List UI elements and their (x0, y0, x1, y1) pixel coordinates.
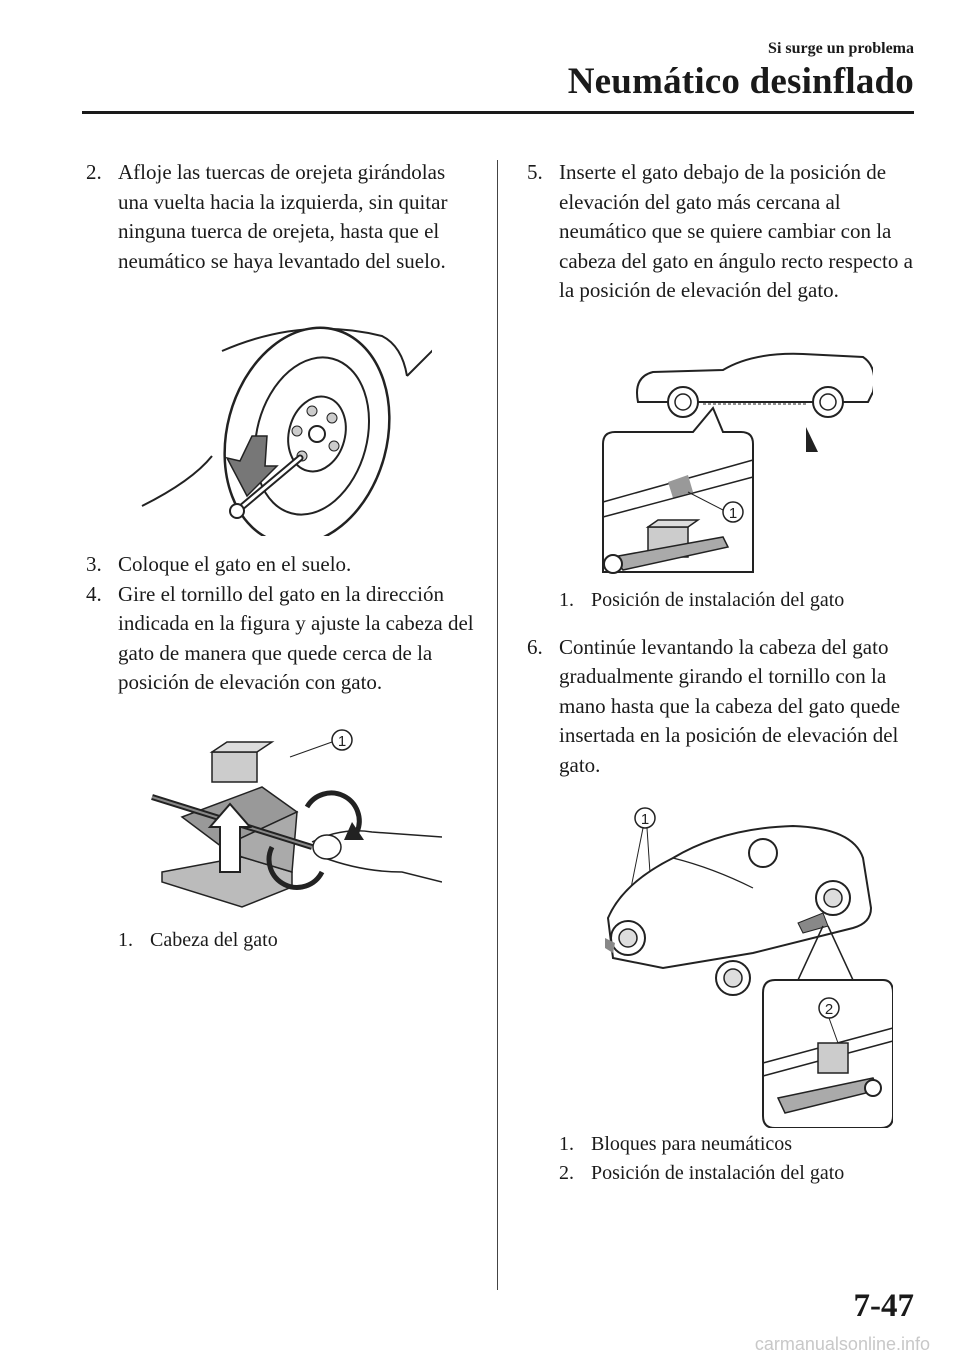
caption-number: 1. (559, 1133, 574, 1155)
step-number: 5. (527, 160, 543, 184)
car-jack-figure: 1 2 (605, 807, 893, 1128)
caption-car-1: 1. Bloques para neumáticos (527, 1130, 919, 1159)
caption-jack: 1. Cabeza del gato (86, 926, 478, 955)
step-2: 2. Afloje las tuercas de orejeta girándo… (86, 158, 478, 276)
caption-number: 2. (559, 1162, 574, 1184)
page-number: 7-47 (853, 1288, 915, 1324)
section-label: Si surge un problema (768, 40, 914, 57)
jack-position-figure: 1 (602, 352, 873, 574)
step-4: 4. Gire el tornillo del gato en la direc… (86, 580, 478, 698)
step-number: 3. (86, 552, 102, 576)
step-text: Gire el tornillo del gato en la direcció… (118, 581, 474, 695)
callout-1: 1 (729, 505, 737, 522)
step-6: 6. Continúe levantando la cabeza del gat… (527, 633, 919, 781)
page-title: Neumático desinflado (567, 61, 914, 102)
callout-1: 1 (641, 811, 649, 828)
step-number: 6. (527, 634, 543, 659)
wheel-lug-nut-figure (141, 326, 432, 536)
caption-position: 1. Posición de instalación del gato (527, 586, 919, 615)
header-rule (82, 111, 914, 114)
right-column: 5. Inserte el gato debajo de la posición… (527, 158, 919, 1188)
step-3: 3. Coloque el gato en el suelo. (86, 550, 478, 580)
caption-car-2: 2. Posición de instalación del gato (527, 1159, 919, 1188)
jack-figure: 1 (151, 728, 442, 908)
left-column: 2. Afloje las tuercas de orejeta girándo… (86, 158, 478, 955)
caption-text: Cabeza del gato (150, 928, 278, 951)
callout-1: 1 (338, 733, 346, 750)
step-number: 2. (86, 160, 102, 184)
caption-text: Bloques para neumáticos (591, 1133, 793, 1155)
step-number: 4. (86, 581, 102, 606)
watermark: carmanualsonline.info (754, 1334, 930, 1354)
step-text: Inserte el gato debajo de la posición de… (559, 160, 913, 302)
caption-text: Posición de instalación del gato (591, 588, 845, 611)
column-divider (497, 160, 498, 1290)
step-text: Afloje las tuercas de orejeta girándolas… (118, 160, 448, 273)
step-text: Coloque el gato en el suelo. (118, 552, 352, 576)
step-text: Continúe levantando la cabeza del gato g… (559, 634, 901, 777)
caption-number: 1. (118, 928, 133, 951)
caption-number: 1. (559, 588, 574, 611)
callout-2: 2 (825, 1001, 833, 1018)
caption-text: Posición de instalación del gato (591, 1162, 845, 1184)
step-5: 5. Inserte el gato debajo de la posición… (527, 158, 919, 306)
